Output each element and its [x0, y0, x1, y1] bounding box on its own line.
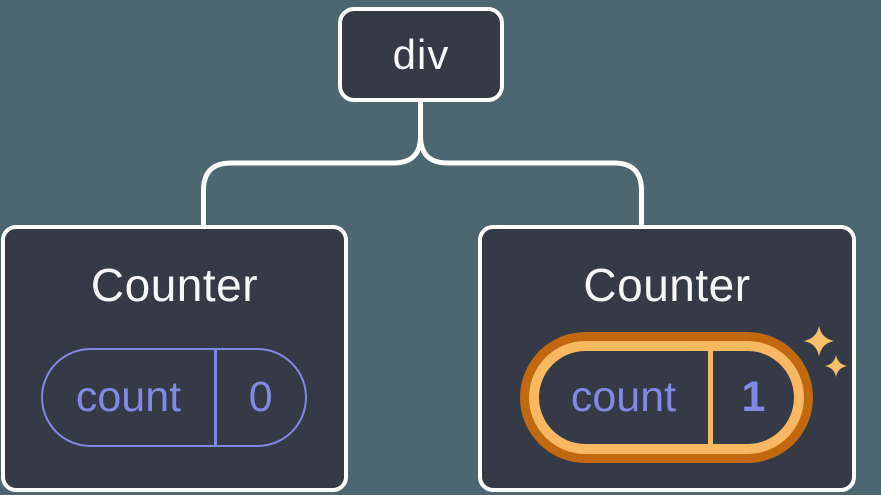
pill-divider: [708, 351, 713, 444]
state-pill-left: count 0: [41, 348, 307, 447]
highlight-ring-outer: count 1: [520, 332, 813, 463]
connector-left-branch: [201, 98, 423, 227]
highlight-ring-inner: count 1: [529, 341, 804, 454]
counter-title-left: Counter: [90, 259, 259, 311]
root-node-div: div: [338, 7, 504, 102]
counter-node-right: Counter count 1: [478, 225, 856, 492]
sparkle-star-small: [825, 355, 847, 377]
pill-divider: [214, 350, 217, 445]
counter-title-right: Counter: [583, 259, 751, 311]
state-key-label: count: [570, 373, 677, 421]
state-value: 1: [741, 373, 766, 421]
connector-right-branch: [418, 98, 644, 227]
state-value: 0: [248, 373, 273, 421]
counter-node-left: Counter count 0: [1, 225, 348, 492]
state-pill-right: count 1: [539, 351, 794, 444]
sparkles-icon: [803, 325, 847, 377]
root-node-label: div: [392, 30, 450, 78]
state-key-label: count: [75, 373, 182, 421]
sparkle-star-large: [803, 325, 835, 357]
